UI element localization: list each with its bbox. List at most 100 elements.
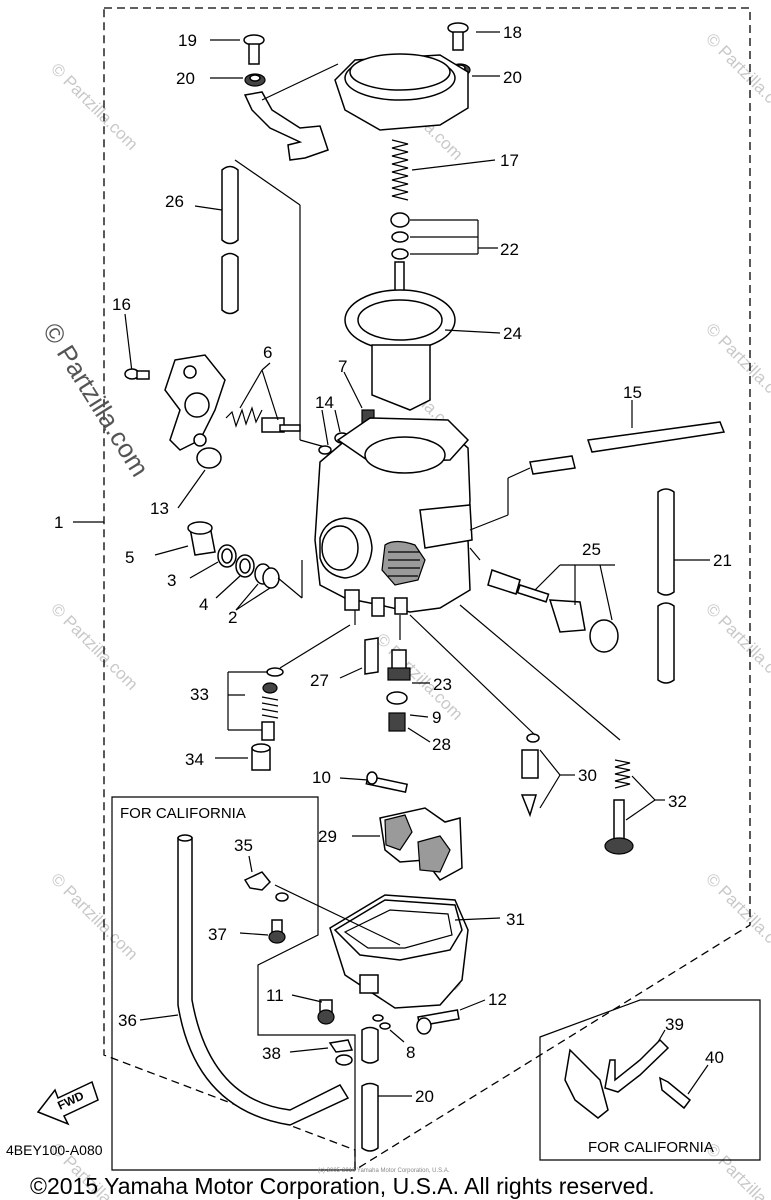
callout-35: 34 xyxy=(185,750,204,769)
callout-22: 21 xyxy=(713,551,732,570)
part-23-needle-set xyxy=(390,212,498,260)
part-30-float xyxy=(352,807,463,881)
callout-18: 18 xyxy=(503,23,522,42)
part-11-screw xyxy=(291,994,335,1025)
watermark-faint: © Partzilla.com xyxy=(47,869,141,963)
callout-23: 22 xyxy=(500,240,519,259)
part-34-pilot-screw-set xyxy=(227,624,351,741)
carburetor-body xyxy=(314,417,473,640)
carb-top-cover xyxy=(334,53,469,131)
callout-37: 36 xyxy=(118,1011,137,1030)
callout-24: 23 xyxy=(433,675,452,694)
part-16-screw xyxy=(124,313,150,380)
callout-27: 26 xyxy=(165,192,184,211)
watermark-faint: © Partzilla.com xyxy=(47,599,141,693)
callout-41: 40 xyxy=(705,1048,724,1067)
part-40-pipe xyxy=(564,1029,670,1119)
callout-17: 17 xyxy=(500,151,519,170)
part-20-washer-left xyxy=(210,73,266,87)
callout-19: 19 xyxy=(178,31,197,50)
callout-38: 37 xyxy=(208,925,227,944)
part-38-screw xyxy=(239,919,286,944)
callout-1: 1 xyxy=(54,513,63,532)
callout-3: 3 xyxy=(167,571,176,590)
part-21-drain-hose xyxy=(361,1026,412,1152)
watermark-faint: © Partzilla.com xyxy=(702,319,771,413)
part-18-screw xyxy=(447,22,500,51)
callout-5: 5 xyxy=(125,548,134,567)
callout-34: 33 xyxy=(190,685,209,704)
throttle-cable-bracket xyxy=(243,63,339,161)
callout-36: 35 xyxy=(234,836,253,855)
callout-14: 14 xyxy=(315,393,334,412)
part-13-o-ring xyxy=(177,447,222,509)
part-39-clip xyxy=(289,1039,354,1066)
part-29-jet-holder xyxy=(388,712,431,743)
part-41-hose xyxy=(659,1064,709,1110)
california-label-left: FOR CALIFORNIA xyxy=(120,805,246,822)
callout-16: 16 xyxy=(112,295,131,314)
fwd-arrow-icon: FWD xyxy=(36,1080,99,1126)
watermark-faint: © Partzilla.com xyxy=(702,29,771,123)
callout-numbers: 19 20 18 20 17 26 22 16 24 6 7 15 14 13 … xyxy=(54,23,732,1106)
part-26-throttle-stop-screw xyxy=(469,547,619,653)
part-2-o-rings xyxy=(235,560,303,611)
callout-25: 24 xyxy=(503,324,522,343)
callout-20-right: 20 xyxy=(503,68,522,87)
assembly-outline xyxy=(103,7,751,1172)
callout-9: 9 xyxy=(432,708,441,727)
part-5-collar xyxy=(154,521,216,556)
part-37-hose xyxy=(139,834,350,1126)
watermark-faint: © Partzilla.com xyxy=(372,629,466,723)
callout-11: 11 xyxy=(266,986,284,1005)
callout-32: 31 xyxy=(506,910,525,929)
callout-26: 25 xyxy=(582,540,601,559)
callout-4: 4 xyxy=(199,595,208,614)
california-box-left: FOR CALIFORNIA xyxy=(111,796,356,1171)
watermark-faint: © Partzilla.com xyxy=(702,869,771,963)
callout-6: 6 xyxy=(263,343,272,362)
part-27-vent-hose xyxy=(194,159,326,448)
california-label-right: FOR CALIFORNIA xyxy=(588,1139,714,1156)
california-box-right: FOR CALIFORNIA xyxy=(539,999,761,1161)
callout-13: 13 xyxy=(150,499,169,518)
watermark: © Partzilla.com xyxy=(37,317,155,481)
part-19-screw xyxy=(210,34,265,65)
watermark-faint: © Partzilla.com xyxy=(702,599,771,693)
callout-40: 39 xyxy=(665,1015,684,1034)
callout-29: 28 xyxy=(432,735,451,754)
watermark-faint: © Partzilla.com xyxy=(47,59,141,153)
part-17-spring xyxy=(391,139,496,201)
part-28-jet xyxy=(339,637,379,679)
fine-print: (c) 2005-2016 Yamaha Motor Corporation, … xyxy=(318,1168,450,1174)
part-12-drain-screw xyxy=(416,999,486,1035)
part-33-air-screw xyxy=(459,604,665,855)
part-15-fuel-hose xyxy=(469,400,726,531)
callout-2: 2 xyxy=(228,608,237,627)
part-9-washer xyxy=(386,691,429,718)
part-22-overflow-hose xyxy=(657,488,710,684)
part-35-cap xyxy=(215,743,271,771)
callout-12: 12 xyxy=(488,990,507,1009)
part-8-o-ring xyxy=(372,1014,405,1043)
part-25-diaphragm-piston xyxy=(344,261,501,411)
part-4-washer xyxy=(215,554,255,599)
callout-15: 15 xyxy=(623,383,642,402)
callout-10: 10 xyxy=(312,768,331,787)
callout-20-left: 20 xyxy=(176,69,195,88)
part-32-float-bowl xyxy=(274,884,501,1009)
callout-7: 7 xyxy=(338,357,347,376)
copyright: ©2015 Yamaha Motor Corporation, U.S.A. A… xyxy=(30,1173,655,1199)
callout-8: 8 xyxy=(406,1043,415,1062)
part-24-main-jet xyxy=(387,649,430,684)
callout-21: 20 xyxy=(415,1087,434,1106)
callout-30: 29 xyxy=(318,827,337,846)
callout-39: 38 xyxy=(262,1044,281,1063)
part-3-washer xyxy=(189,544,237,579)
callout-33: 32 xyxy=(668,792,687,811)
diagram-code: 4BEY100-A080 xyxy=(6,1142,103,1158)
part-10-float-pin xyxy=(339,771,409,794)
part-6-choke-plunger xyxy=(164,354,301,451)
callout-28: 27 xyxy=(310,671,329,690)
